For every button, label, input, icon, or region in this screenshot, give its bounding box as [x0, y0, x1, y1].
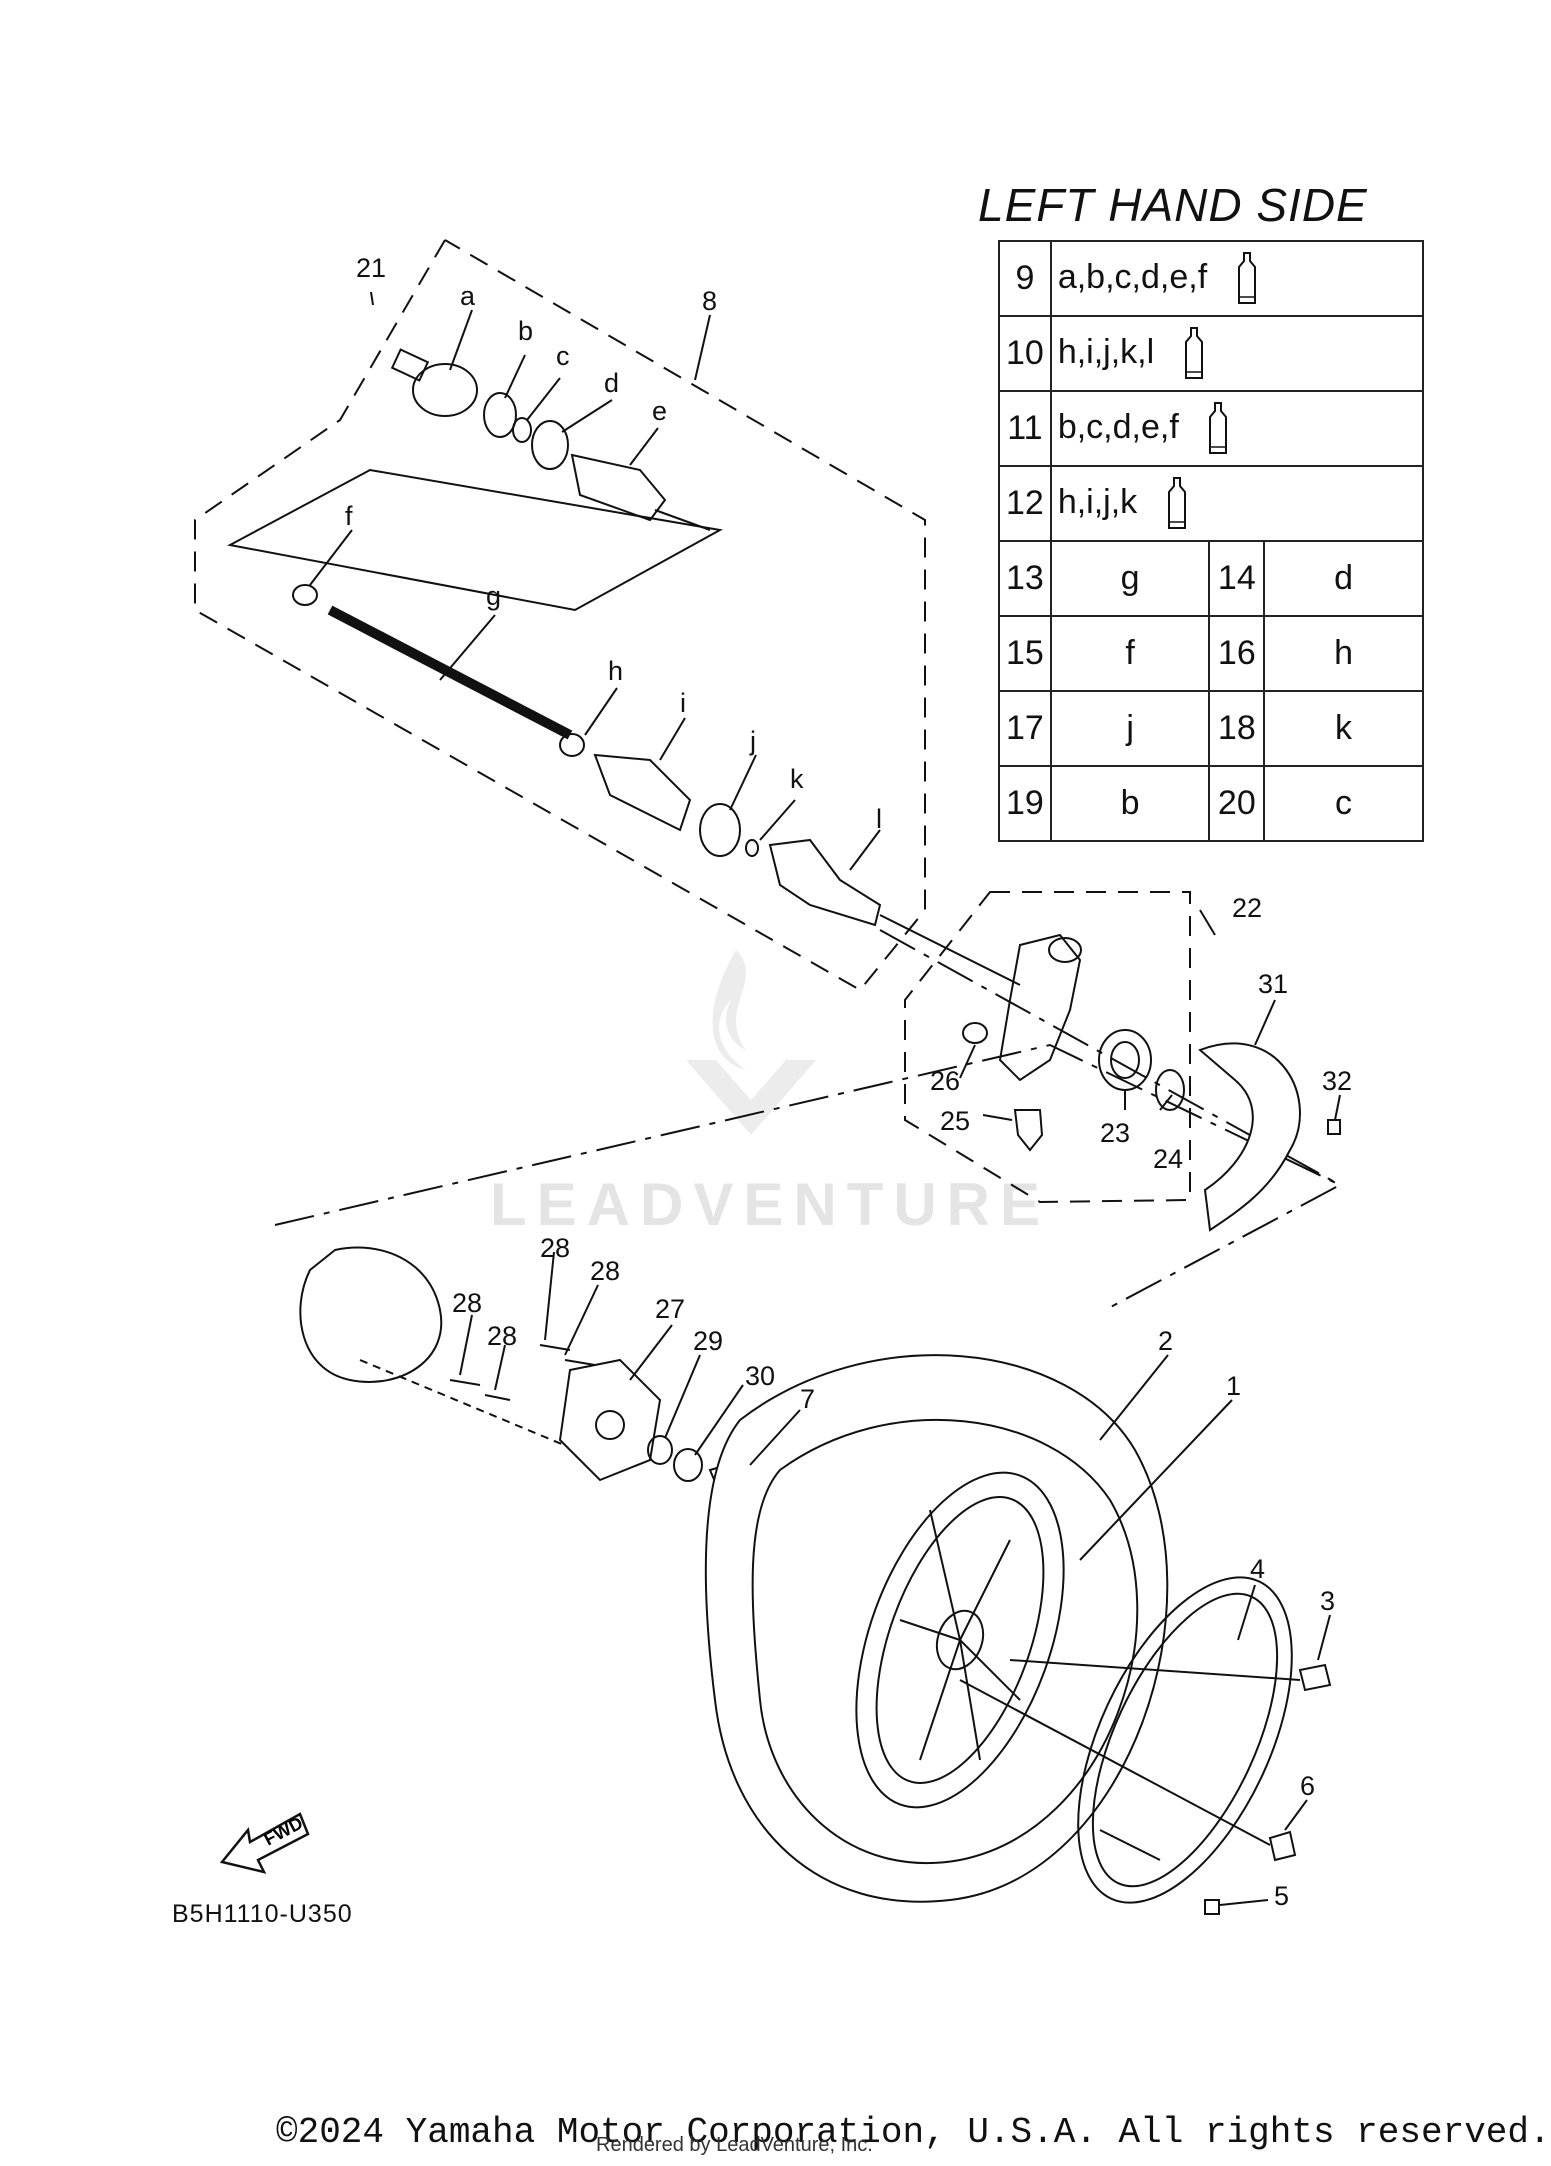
legend-row: 12 h,i,j,k [998, 465, 1424, 542]
legend-value: c [1263, 765, 1424, 842]
legend-value: g [1049, 540, 1211, 617]
grease-tube-icon [1167, 476, 1186, 529]
legend-number: 19 [998, 765, 1052, 842]
callout-b: b [518, 316, 533, 346]
callout-8: 8 [702, 286, 717, 316]
legend-table: 9 a,b,c,d,e,f 10 h,i,j,k,l 11 b,c,d,e,f [998, 240, 1424, 842]
callout-d: d [604, 368, 619, 398]
legend-parts-cell: b,c,d,e,f [1049, 390, 1424, 467]
legend-parts: b,c,d,e,f [1057, 407, 1179, 446]
legend-number: 14 [1208, 540, 1266, 617]
callout-28-right: 28 [487, 1321, 517, 1351]
legend-number: 9 [998, 240, 1052, 317]
callout-2: 2 [1158, 1326, 1173, 1356]
callout-7: 7 [800, 1384, 815, 1414]
callout-f: f [345, 501, 353, 531]
callout-6: 6 [1300, 1771, 1315, 1801]
callout-h: h [608, 656, 623, 686]
legend-number: 15 [998, 615, 1052, 692]
legend-row: 15 f 16 h [998, 615, 1424, 692]
legend-number: 13 [998, 540, 1052, 617]
diagram-code: B5H1110-U350 [172, 1900, 353, 1928]
legend-value: b [1049, 765, 1211, 842]
legend-parts-cell: h,i,j,k,l [1049, 315, 1424, 392]
legend-parts: h,i,j,k,l [1057, 332, 1155, 371]
legend-row: 10 h,i,j,k,l [998, 315, 1424, 392]
callout-e: e [652, 396, 667, 426]
callout-23: 23 [1100, 1118, 1130, 1148]
callout-l: l [876, 804, 882, 834]
grease-tube-icon [1237, 251, 1256, 304]
callout-31: 31 [1258, 969, 1288, 999]
legend-number: 11 [998, 390, 1052, 467]
rendered-by-credit: Rendered by LeadVenture, Inc. [596, 2134, 873, 2156]
callout-26: 26 [930, 1066, 960, 1096]
legend-number: 10 [998, 315, 1052, 392]
callout-g: g [486, 581, 501, 611]
callout-a: a [460, 281, 476, 311]
legend-number: 18 [1208, 690, 1266, 767]
legend-number: 12 [998, 465, 1052, 542]
watermark-text: LEADVENTURE [490, 1171, 1051, 1238]
callout-1: 1 [1226, 1371, 1241, 1401]
callout-4: 4 [1250, 1554, 1265, 1584]
legend-row: 13 g 14 d [998, 540, 1424, 617]
legend-value: k [1263, 690, 1424, 767]
legend-parts-cell: a,b,c,d,e,f [1049, 240, 1424, 317]
callout-24: 24 [1153, 1144, 1183, 1174]
legend-value: h [1263, 615, 1424, 692]
callout-k: k [790, 764, 804, 794]
legend-row: 17 j 18 k [998, 690, 1424, 767]
callout-27: 27 [655, 1294, 685, 1324]
copyright-notice: ©2024 Yamaha Motor Corporation, U.S.A. A… [276, 2112, 1551, 2153]
callout-25: 25 [940, 1106, 970, 1136]
legend-row: 11 b,c,d,e,f [998, 390, 1424, 467]
legend-parts-cell: h,i,j,k [1049, 465, 1424, 542]
fwd-arrow-icon: FWD [214, 1800, 324, 1885]
callout-29: 29 [693, 1326, 723, 1356]
callout-28-left: 28 [452, 1288, 482, 1318]
callout-28-top-left: 28 [540, 1233, 570, 1263]
legend-value: d [1263, 540, 1424, 617]
legend-row: 9 a,b,c,d,e,f [998, 240, 1424, 317]
callout-28-top-right: 28 [590, 1256, 620, 1286]
callout-c: c [556, 341, 570, 371]
grease-tube-icon [1184, 326, 1203, 379]
callout-21: 21 [356, 253, 386, 283]
diagram-title: LEFT HAND SIDE [978, 179, 1368, 231]
callout-22: 22 [1232, 893, 1262, 923]
legend-parts: a,b,c,d,e,f [1057, 257, 1208, 296]
legend-parts: h,i,j,k [1057, 482, 1138, 521]
callout-i: i [680, 688, 686, 718]
grease-tube-icon [1209, 401, 1228, 454]
legend-value: f [1049, 615, 1211, 692]
callout-30: 30 [745, 1361, 775, 1391]
leadventure-logo-icon [676, 940, 826, 1145]
legend-number: 20 [1208, 765, 1266, 842]
callout-3: 3 [1320, 1586, 1335, 1616]
callout-5: 5 [1274, 1881, 1289, 1911]
legend-number: 16 [1208, 615, 1266, 692]
legend-number: 17 [998, 690, 1052, 767]
legend-row: 19 b 20 c [998, 765, 1424, 842]
callout-j: j [749, 726, 756, 756]
legend-value: j [1049, 690, 1211, 767]
callout-32: 32 [1322, 1066, 1352, 1096]
exploded-parts-diagram: 21 a b c d e 8 f g h i j k l 22 31 32 26… [194, 239, 1352, 1915]
